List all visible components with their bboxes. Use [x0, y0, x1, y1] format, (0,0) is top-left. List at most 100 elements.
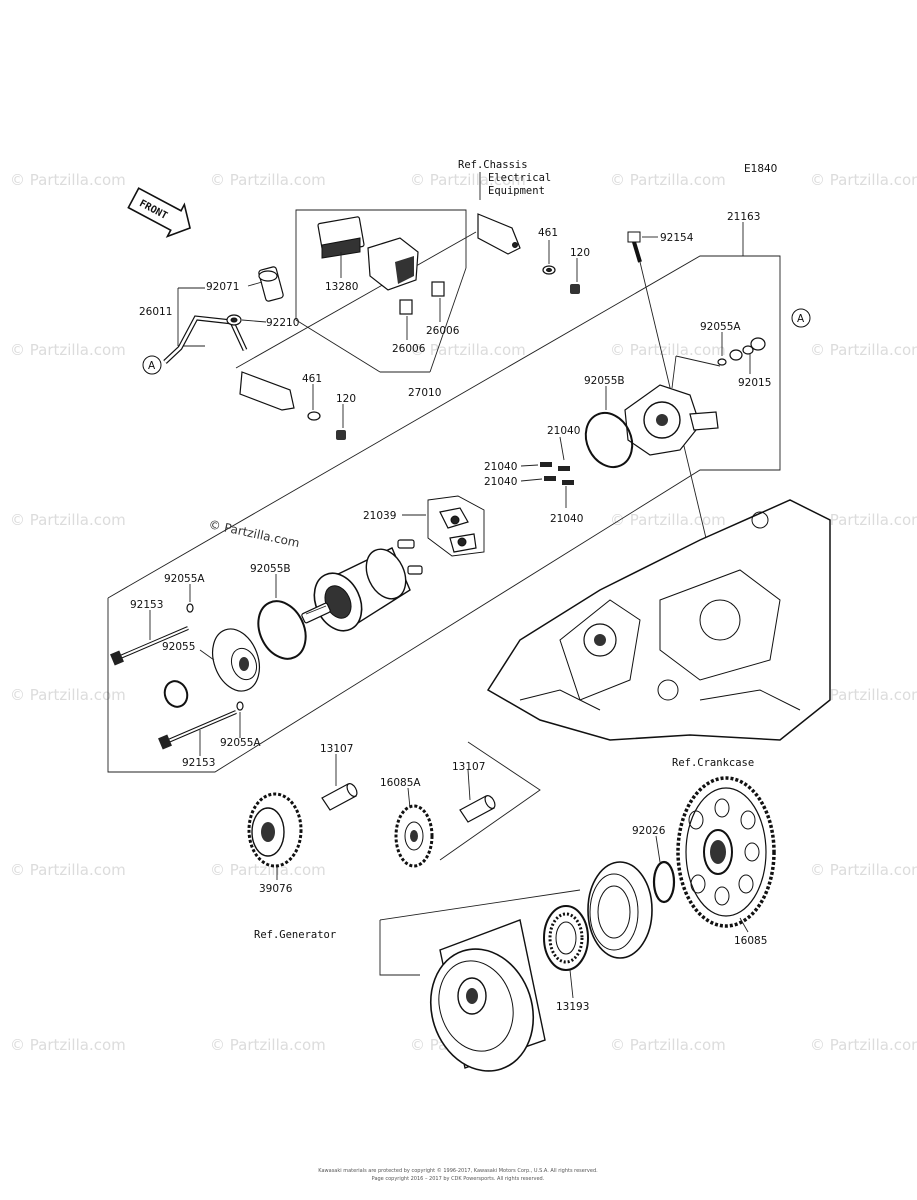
group-outline	[107, 209, 781, 976]
cable-26011	[163, 266, 284, 364]
ref-generator: Ref.Generator	[254, 929, 336, 941]
watermark: © Partzilla.com	[810, 341, 917, 359]
callout-a-left-label: A	[148, 360, 156, 372]
watermark: © Partzilla.com	[410, 171, 526, 189]
part-label: 92153	[182, 757, 215, 769]
bracket-chassis	[477, 213, 521, 255]
part-label: 92055A	[220, 737, 261, 749]
bolt-92153-a	[110, 626, 189, 666]
generator-rotor	[429, 919, 546, 1072]
part-label: 16085	[734, 935, 767, 947]
part-label: 21040	[547, 425, 580, 437]
ref-chassis-line1: Ref.Chassis	[458, 159, 528, 171]
diagram-code: E1840	[744, 163, 777, 175]
nut-92210	[226, 314, 242, 326]
part-label: 21040	[484, 476, 517, 488]
oring-92055b-left	[257, 600, 307, 660]
ref-chassis-line2: Electrical	[488, 172, 551, 184]
watermark: © Partzilla.com	[810, 861, 917, 879]
pin-13107-a	[321, 783, 358, 811]
part-label: 26011	[139, 306, 172, 318]
part-label: 27010	[408, 387, 441, 399]
part-label: 461	[302, 373, 322, 385]
one-way-clutch-13193	[543, 905, 589, 971]
part-label: 92210	[266, 317, 299, 329]
brush-holder-21039	[397, 495, 485, 575]
part-label: 16085A	[380, 777, 421, 789]
washers-right	[717, 337, 766, 366]
oring-92055	[163, 680, 189, 708]
washer-92026	[652, 860, 676, 904]
washer-461-top	[542, 265, 556, 275]
washers-92055a-left	[186, 603, 244, 711]
part-label: 13107	[452, 761, 485, 773]
copyright-line2: Page copyright 2016 – 2017 by CDK Powers…	[372, 1176, 545, 1182]
bolt-92153-b	[158, 710, 237, 750]
part-label: 21040	[550, 513, 583, 525]
part-label: 21039	[363, 510, 396, 522]
bolt-120-lower	[336, 430, 346, 440]
clutch-housing	[587, 861, 653, 959]
relay-13280	[317, 216, 365, 259]
part-label: 92055A	[700, 321, 741, 333]
pin-13107-b	[459, 795, 496, 823]
part-label: 21163	[727, 211, 760, 223]
starter-rear-cover-21163	[624, 355, 721, 456]
callout-a-right-label: A	[797, 313, 805, 325]
part-label: 39076	[259, 883, 293, 895]
gear-39076	[247, 792, 303, 868]
part-label: 92071	[206, 281, 239, 293]
callout-a-right	[791, 308, 811, 328]
part-label: 26006	[392, 343, 426, 355]
part-label: 92055	[162, 641, 195, 653]
ref-crankcase: Ref.Crankcase	[672, 757, 754, 769]
watermark: © Partzilla.com	[410, 341, 526, 359]
part-label: 13280	[325, 281, 358, 293]
part-label: 92055B	[250, 563, 291, 575]
watermark: © Partzilla.com	[810, 511, 917, 529]
watermark: © Partzilla.com	[10, 511, 126, 529]
watermark: © Partzilla.com	[10, 171, 126, 189]
part-label: 92026	[632, 825, 666, 837]
copyright-line1: Kawasaki materials are protected by copy…	[318, 1167, 598, 1174]
starter-relay-27010	[367, 237, 445, 315]
callout-a-left	[142, 355, 162, 375]
part-label: 92015	[738, 377, 771, 389]
part-label: 461	[538, 227, 558, 239]
ref-chassis-line3: Equipment	[488, 185, 545, 197]
watermark: © Partzilla.com	[610, 171, 726, 189]
part-label: 13193	[556, 1001, 589, 1013]
watermark: © Partzilla.com	[10, 686, 126, 704]
watermark: © Partzilla.com	[610, 1036, 726, 1054]
part-label: 120	[570, 247, 590, 259]
part-label: 21040	[484, 461, 517, 473]
part-label: 92154	[660, 232, 694, 244]
watermark: © Partzilla.com	[210, 1036, 326, 1054]
watermark-main: © Partzilla.com	[207, 517, 300, 550]
bracket-lower	[239, 371, 295, 411]
part-label: 26006	[426, 325, 460, 337]
part-label: 92153	[130, 599, 163, 611]
watermark: © Partzilla.com	[210, 171, 326, 189]
starter-motor	[301, 547, 411, 632]
leader-lines	[149, 222, 751, 999]
watermark: © Partzilla.com	[10, 861, 126, 879]
gear-16085	[676, 776, 776, 928]
oring-92055b-right	[584, 411, 634, 469]
watermark: © Partzilla.com	[810, 171, 917, 189]
watermark: © Partzilla.com	[10, 1036, 126, 1054]
watermark: © Partzilla.com	[610, 511, 726, 529]
watermark: © Partzilla.com	[810, 686, 917, 704]
part-label: 120	[336, 393, 356, 405]
part-labels: 92071 26011 92210 13280 26006 26006 2701…	[130, 211, 771, 1013]
part-label: 92055A	[164, 573, 205, 585]
bolt-120-top	[570, 284, 580, 294]
crankcase	[486, 499, 831, 741]
brushes-21040	[540, 462, 574, 485]
watermark: © Partzilla.com	[210, 861, 326, 879]
gear-16085a	[394, 804, 434, 868]
washer-461-lower	[307, 411, 321, 421]
watermark: © Partzilla.com	[810, 1036, 917, 1054]
part-label: 92055B	[584, 375, 625, 387]
